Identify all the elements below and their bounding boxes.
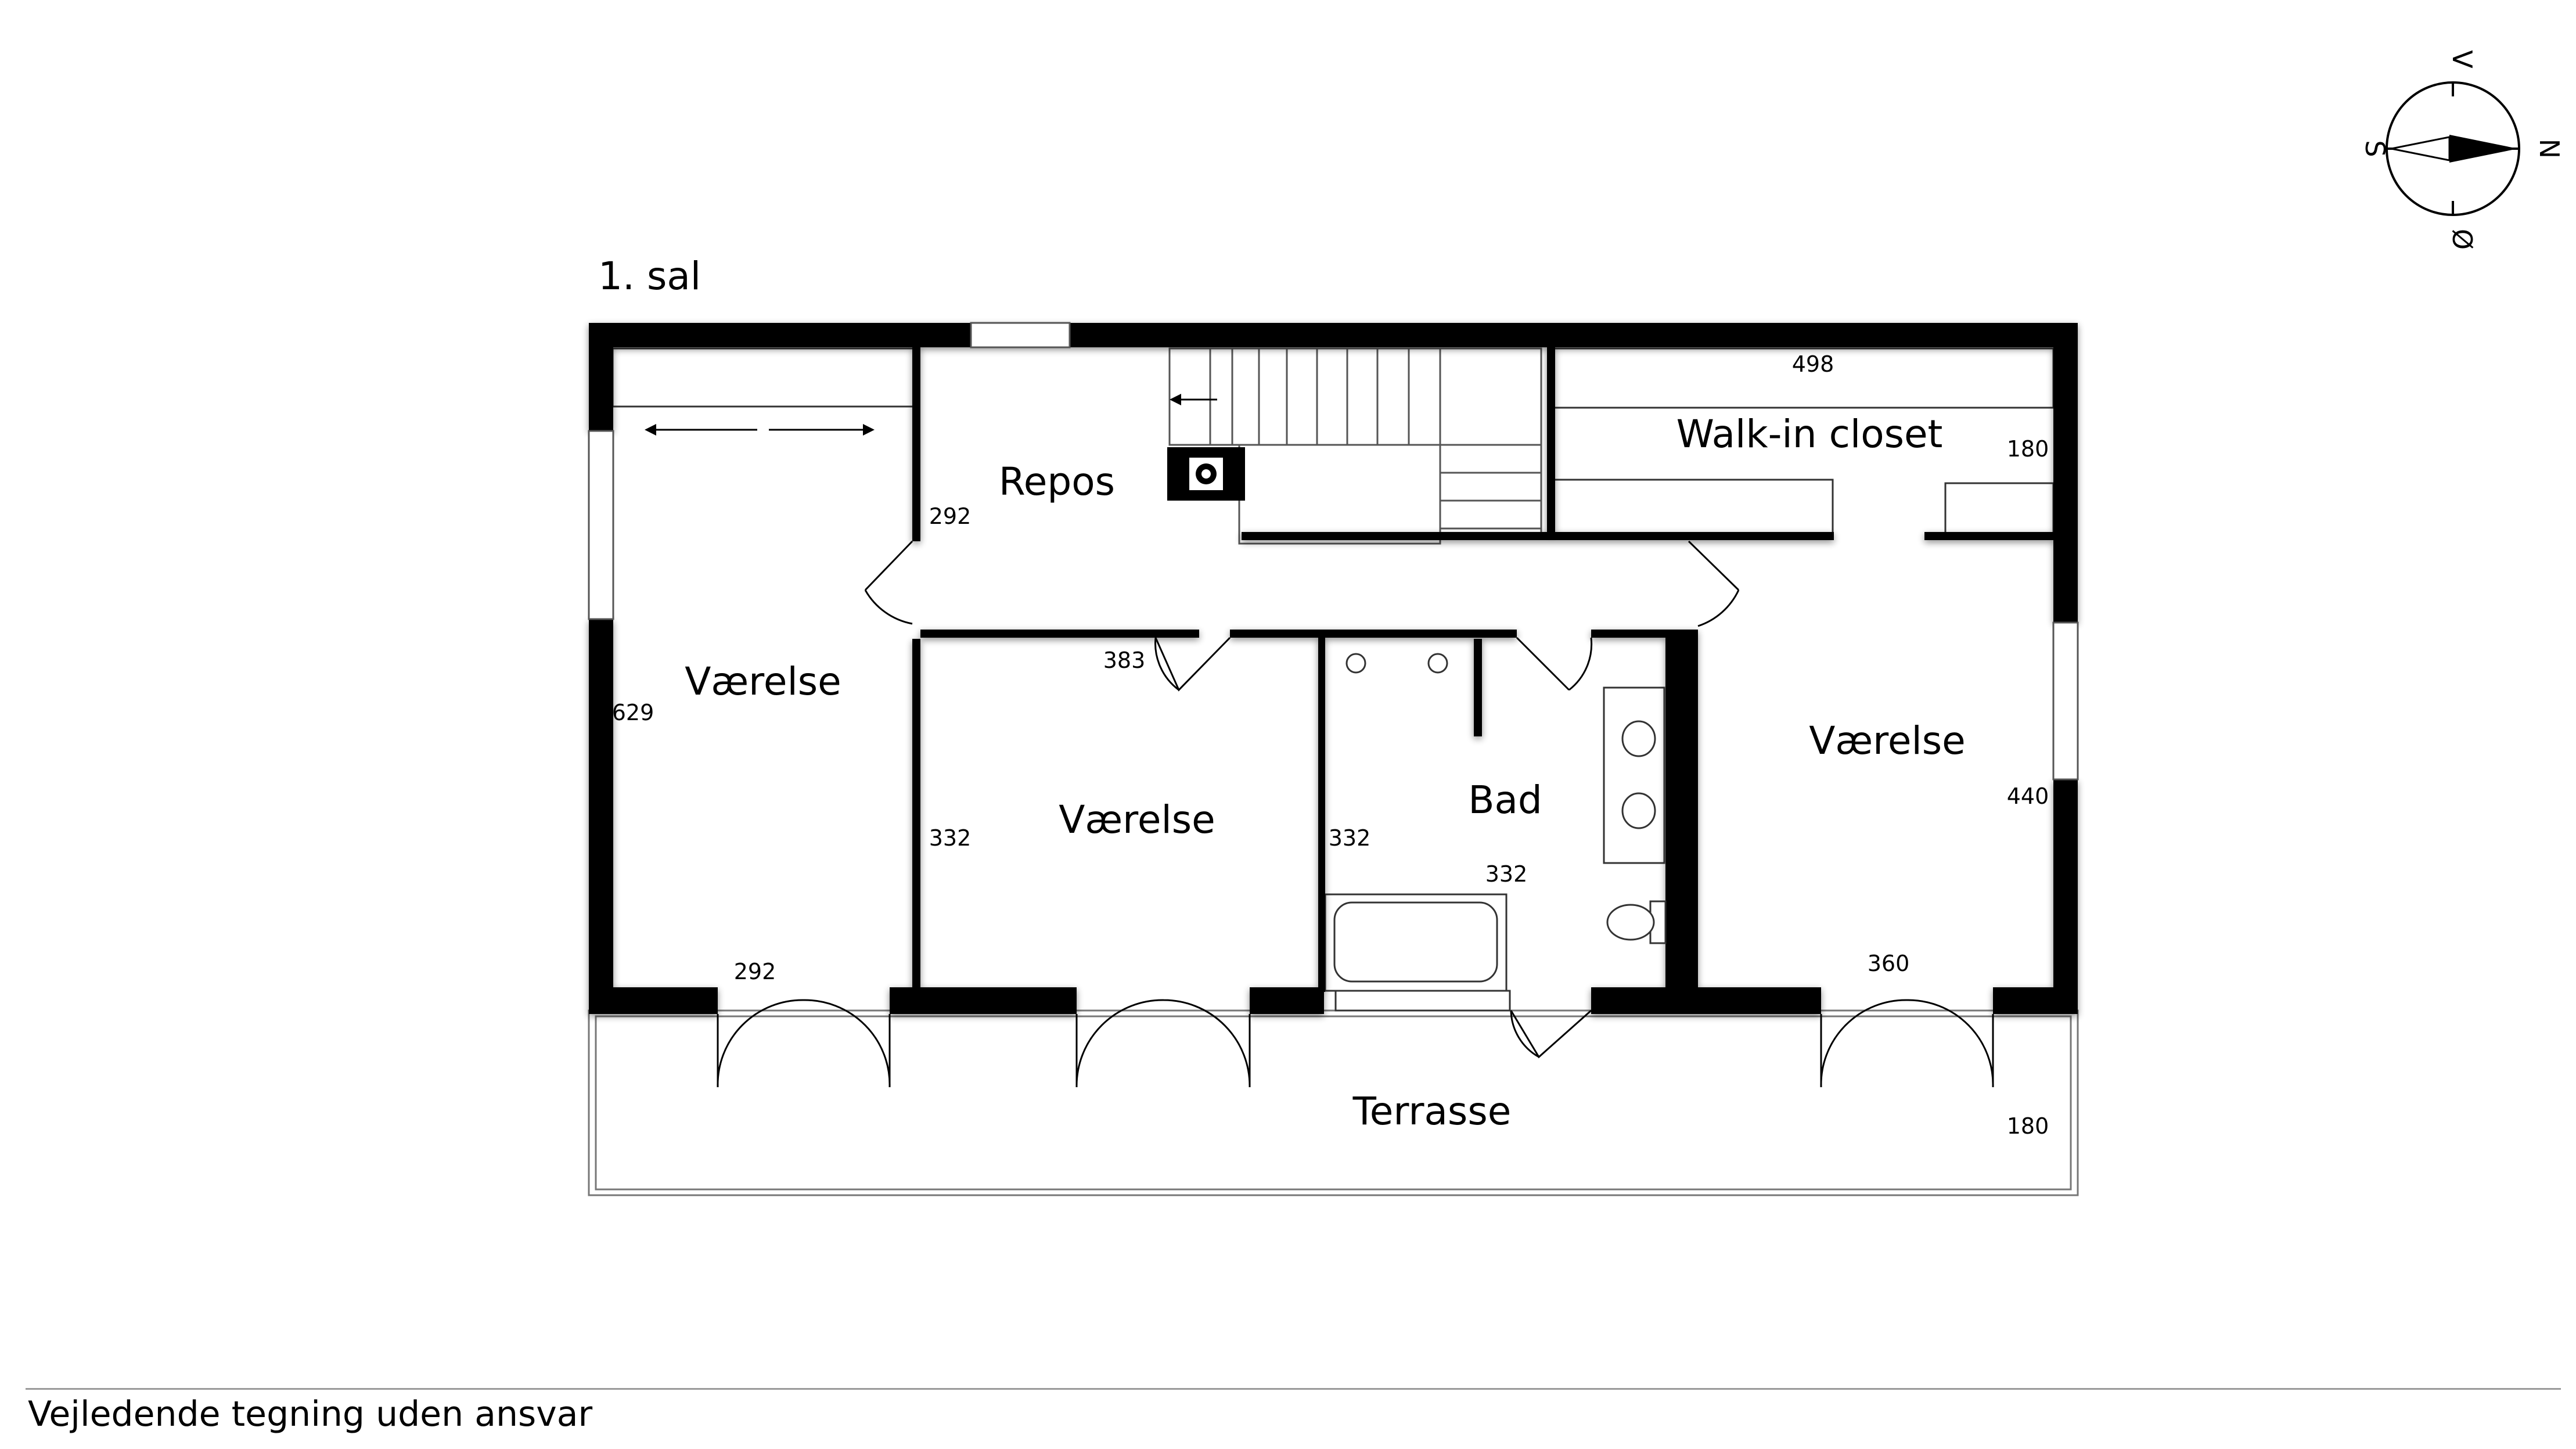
chimney [1167, 447, 1245, 501]
shower-head-2 [1427, 653, 1448, 674]
wardrobe [611, 347, 915, 408]
room-vaerelse-mid: Værelse [1059, 797, 1215, 842]
dim-walk-in-width: 498 [1792, 351, 1834, 377]
dim-bad-width: 332 [1485, 861, 1528, 887]
window-right [2052, 621, 2079, 781]
room-terrasse: Terrasse [1352, 1089, 1512, 1134]
sink-1 [1621, 720, 1656, 757]
closet-shelf-top [1553, 347, 2055, 409]
doors [645, 424, 1994, 1088]
terrace-railing [588, 1009, 2079, 1196]
closet-shelf-left [1553, 479, 1834, 534]
closet-shelf-right [1944, 482, 2055, 535]
compass-east: Ø [2447, 229, 2478, 250]
compass: N S V Ø [2359, 50, 2565, 250]
compass-south: S [2359, 140, 2391, 157]
dim-repos-depth: 292 [929, 504, 972, 529]
toilet-bowl [1606, 904, 1655, 941]
window-left [588, 430, 614, 620]
room-walk-in-closet: Walk-in closet [1676, 412, 1943, 456]
room-bad: Bad [1468, 778, 1542, 822]
bath-fixtures [1345, 653, 1667, 944]
bathtub-inner [1333, 901, 1498, 983]
dim-bad-length: 332 [1329, 825, 1371, 851]
fixtures [611, 347, 2055, 1012]
footer-divider [26, 1388, 2561, 1390]
dim-repos-width: 383 [1103, 648, 1146, 673]
compass-needle-north [2449, 135, 2518, 163]
window-top [970, 322, 1071, 348]
dim-vaerelse-mid-length: 332 [929, 825, 972, 851]
room-vaerelse-right: Værelse [1809, 718, 1966, 763]
dim-vaerelse-left-width: 292 [734, 959, 776, 984]
footer-disclaimer: Vejledende tegning uden ansvar [28, 1394, 593, 1434]
dimension-labels: 498 180 292 383 629 292 332 332 332 440 … [612, 351, 2049, 1139]
dim-walk-in-depth: 180 [2007, 436, 2049, 462]
room-vaerelse-left: Værelse [685, 659, 841, 704]
windows [588, 322, 2079, 781]
dim-vaerelse-left-length: 629 [612, 700, 654, 725]
walls [589, 323, 2078, 1014]
sink-2 [1621, 792, 1656, 829]
compass-west: V [2447, 50, 2478, 69]
room-repos: Repos [999, 459, 1115, 504]
compass-north: N [2534, 139, 2565, 159]
dim-vaerelse-right-length: 440 [2007, 783, 2049, 809]
compass-needle-south [2391, 136, 2451, 161]
dim-terrasse-depth: 180 [2007, 1113, 2049, 1139]
bath-threshold [1334, 990, 1511, 1012]
sink-counter [1603, 686, 1665, 864]
dim-vaerelse-right-width: 360 [1868, 951, 1910, 976]
room-labels: Repos Walk-in closet Værelse Værelse Bad… [685, 412, 1966, 1134]
shower-head-1 [1345, 653, 1366, 674]
staircase [1168, 347, 1542, 545]
floor-title: 1. sal [598, 254, 701, 299]
